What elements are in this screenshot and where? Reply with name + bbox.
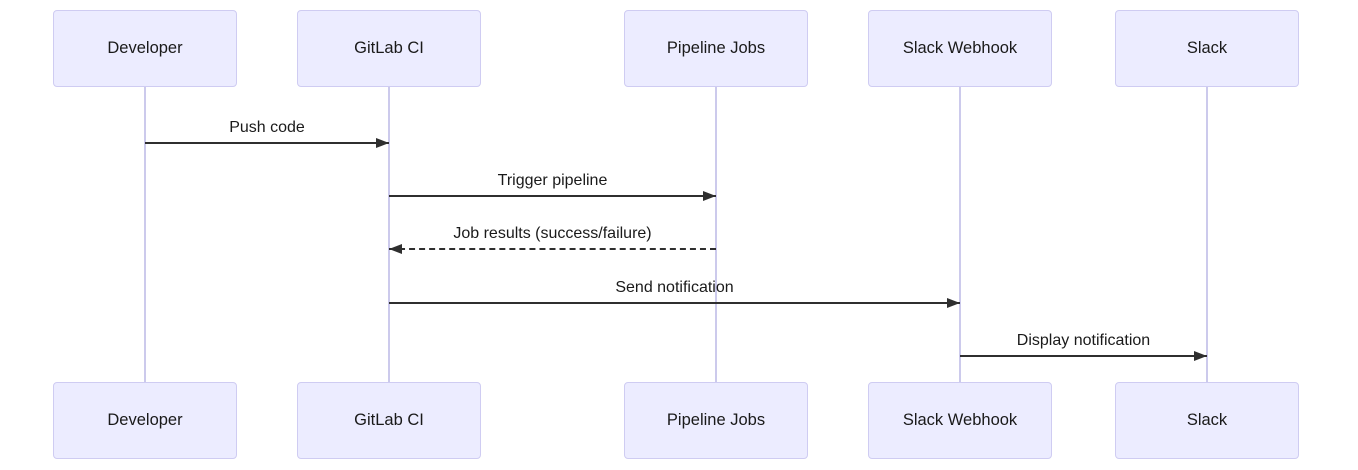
message-label: Job results (success/failure) [453,225,652,242]
arrowhead-right-icon [947,298,960,308]
actor-label: Pipeline Jobs [666,39,766,57]
actor-bottom-gitlab-ci: GitLab CI [297,382,481,459]
actor-label: Slack [1186,39,1228,57]
actor-label: Slack [1186,411,1228,429]
actor-bottom-pipeline-jobs: Pipeline Jobs [624,382,808,459]
message-label: Send notification [615,279,734,296]
lifeline-developer [144,86,146,383]
message-push-code: Push code [145,110,389,148]
message-label: Trigger pipeline [497,172,608,189]
actor-bottom-slack-webhook: Slack Webhook [868,382,1052,459]
arrowhead-right-icon [376,138,389,148]
message-line [389,298,960,308]
actor-top-gitlab-ci: GitLab CI [297,10,481,87]
actor-label: Developer [107,39,183,57]
message-label: Display notification [1016,332,1151,349]
message-send-notification: Send notification [389,270,960,308]
lifeline-pipeline-jobs [715,86,717,383]
lifeline-gitlab-ci [388,86,390,383]
actor-bottom-slack: Slack [1115,382,1299,459]
arrowhead-right-icon [703,191,716,201]
message-line [960,351,1207,361]
actor-label: GitLab CI [354,39,424,57]
arrowhead-left-icon [389,244,402,254]
message-line [389,191,716,201]
message-line [145,138,389,148]
message-trigger-pipeline: Trigger pipeline [389,163,716,201]
message-display-notification: Display notification [960,323,1207,361]
message-line [389,244,716,254]
actor-label: Slack Webhook [902,39,1018,57]
actor-bottom-developer: Developer [53,382,237,459]
actor-top-pipeline-jobs: Pipeline Jobs [624,10,808,87]
actor-top-developer: Developer [53,10,237,87]
arrowhead-right-icon [1194,351,1207,361]
actor-label: Slack Webhook [902,411,1018,429]
lifeline-slack-webhook [959,86,961,383]
lifeline-slack [1206,86,1208,383]
message-job-results: Job results (success/failure) [389,216,716,254]
message-label: Push code [229,119,305,136]
actor-top-slack: Slack [1115,10,1299,87]
actor-label: Developer [107,411,183,429]
actor-label: GitLab CI [354,411,424,429]
actor-top-slack-webhook: Slack Webhook [868,10,1052,87]
actor-label: Pipeline Jobs [666,411,766,429]
